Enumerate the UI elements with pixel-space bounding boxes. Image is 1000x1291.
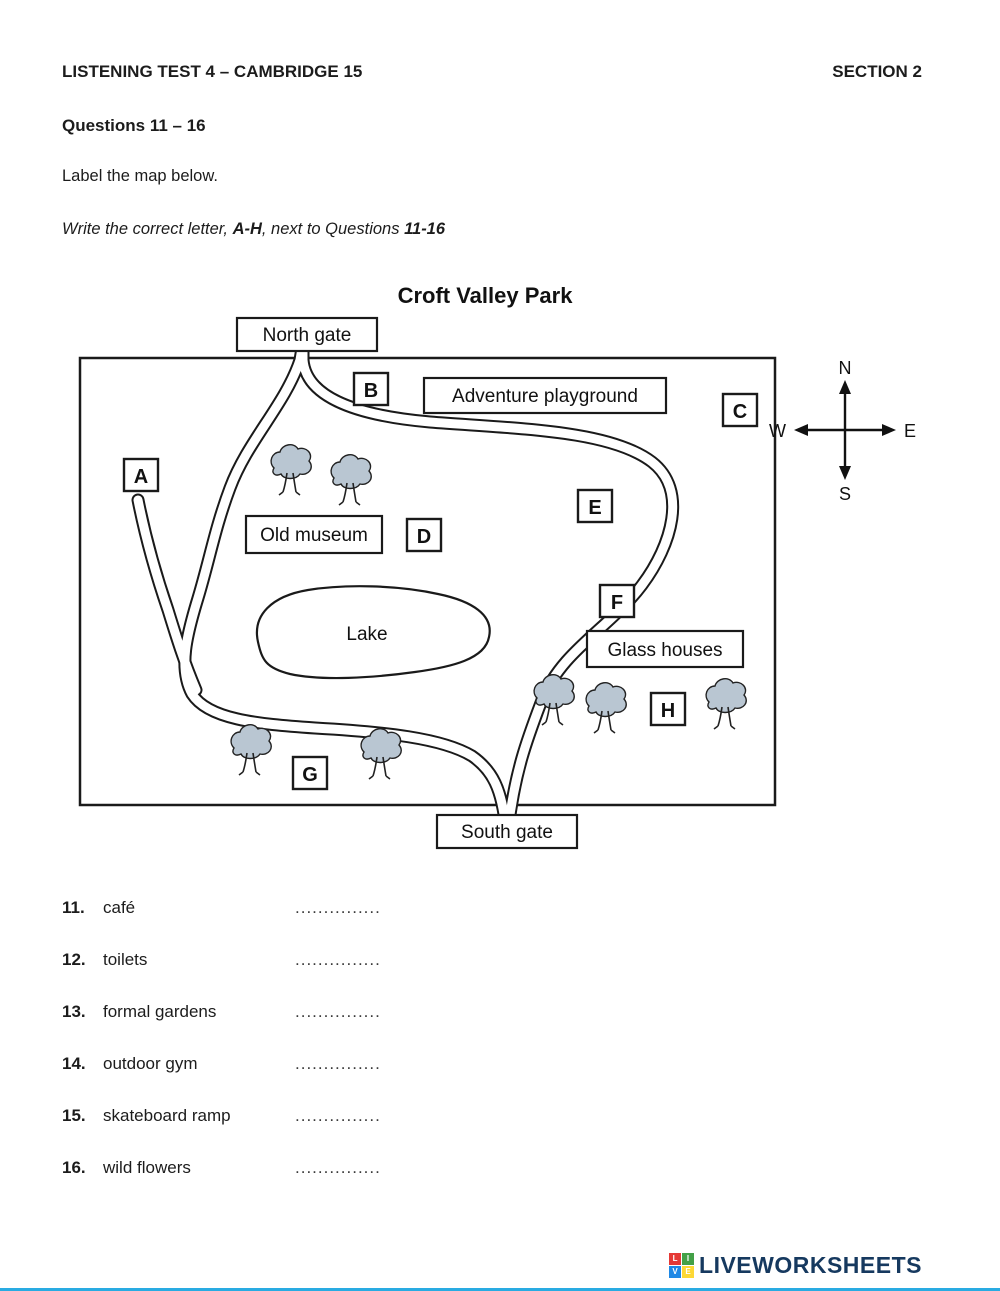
svg-text:F: F: [611, 592, 623, 614]
answer-blank[interactable]: ...............: [295, 1054, 381, 1073]
questions-range: Questions 11 – 16: [62, 116, 206, 135]
task-instruction: Label the map below.: [62, 167, 218, 185]
marker-F: F: [598, 583, 636, 619]
compass-w: W: [769, 421, 786, 441]
answer-blank[interactable]: ...............: [295, 950, 381, 969]
question-label: café: [103, 898, 136, 917]
question-row: 13. formal gardens ...............: [62, 1002, 381, 1054]
marker-G: G: [291, 755, 329, 791]
logo-square: V: [669, 1266, 682, 1278]
logo-square: E: [682, 1266, 695, 1278]
question-number: 14.: [62, 1054, 86, 1073]
letter-markers: A B C D E: [122, 371, 759, 791]
compass-e: E: [904, 421, 916, 441]
park-map: Croft Valley Park Lake: [0, 270, 1000, 870]
old-museum-box: Old museum: [244, 514, 384, 555]
tree-icon: [705, 677, 748, 730]
question-row: 14. outdoor gym ...............: [62, 1054, 381, 1106]
question-row: 12. toilets ...............: [62, 950, 381, 1002]
question-number: 13.: [62, 1002, 86, 1021]
marker-B: B: [352, 371, 390, 407]
question-number: 11.: [62, 898, 85, 917]
tree-icon: [585, 681, 628, 734]
question-label: skateboard ramp: [103, 1106, 231, 1125]
glass-houses-label: Glass houses: [607, 640, 722, 661]
marker-E: E: [576, 488, 614, 524]
question-number: 12.: [62, 950, 86, 969]
south-gate: South gate: [435, 813, 579, 850]
answer-blank[interactable]: ...............: [295, 1158, 381, 1177]
marker-D: D: [405, 517, 443, 553]
lake-label: Lake: [346, 624, 387, 645]
map-border: [78, 356, 777, 807]
liveworksheets-logo-icon: L I V E: [669, 1253, 695, 1278]
question-number: 16.: [62, 1158, 86, 1177]
road-surface: [133, 337, 678, 835]
question-label: wild flowers: [103, 1158, 191, 1177]
south-gate-label: South gate: [461, 822, 553, 843]
compass-n: N: [839, 358, 852, 378]
answer-blank[interactable]: ...............: [295, 1002, 381, 1021]
question-row: 16. wild flowers ...............: [62, 1158, 381, 1210]
lake-shape: [255, 585, 491, 680]
tree-icon: [230, 723, 273, 776]
question-label: outdoor gym: [103, 1054, 198, 1073]
write-letters: A-H: [232, 220, 262, 238]
question-list: 11. café ............... 12. toilets ...…: [62, 898, 381, 1210]
write-question-numbers: 11-16: [404, 220, 446, 238]
tree-icon: [270, 443, 313, 496]
section-label: SECTION 2: [832, 62, 922, 81]
compass-labels: N S W E: [769, 358, 916, 504]
answer-blank[interactable]: ...............: [295, 1106, 381, 1125]
question-label: formal gardens: [103, 1002, 217, 1021]
compass-s: S: [839, 484, 851, 504]
glass-houses-box: Glass houses: [585, 629, 745, 669]
footer: L I V E LIVEWORKSHEETS: [669, 1252, 922, 1279]
question-row: 11. café ...............: [62, 898, 381, 950]
svg-text:H: H: [661, 700, 675, 722]
logo-square: I: [682, 1253, 695, 1265]
svg-text:D: D: [417, 526, 431, 548]
write-part2: , next to Questions: [261, 220, 405, 238]
adventure-playground-box: Adventure playground: [422, 376, 668, 415]
svg-text:A: A: [134, 466, 148, 488]
compass-icon: [794, 380, 896, 480]
logo-square: L: [669, 1253, 682, 1265]
write-instruction: Write the correct letter, A-H, next to Q…: [62, 220, 445, 239]
test-title: LISTENING TEST 4 – CAMBRIDGE 15: [62, 62, 363, 81]
question-label: toilets: [103, 950, 148, 969]
write-part1: Write the correct letter,: [62, 220, 233, 238]
north-gate-label: North gate: [263, 325, 352, 346]
tree-icon: [360, 727, 403, 780]
map-title: Croft Valley Park: [398, 283, 574, 308]
tree-icon: [330, 453, 373, 506]
marker-A: A: [122, 457, 160, 493]
adventure-playground-label: Adventure playground: [452, 386, 638, 407]
marker-C: C: [721, 392, 759, 428]
marker-H: H: [649, 691, 687, 727]
north-gate: North gate: [235, 316, 379, 353]
brand-name: LIVEWORKSHEETS: [699, 1252, 922, 1278]
svg-text:E: E: [588, 497, 601, 519]
header: LISTENING TEST 4 – CAMBRIDGE 15 SECTION …: [62, 62, 922, 82]
svg-text:C: C: [733, 401, 747, 423]
question-number: 15.: [62, 1106, 86, 1125]
bottom-divider: [0, 1288, 1000, 1291]
question-row: 15. skateboard ramp ...............: [62, 1106, 381, 1158]
old-museum-label: Old museum: [260, 525, 368, 546]
svg-text:G: G: [302, 764, 318, 786]
svg-text:B: B: [364, 380, 378, 402]
answer-blank[interactable]: ...............: [295, 898, 381, 917]
